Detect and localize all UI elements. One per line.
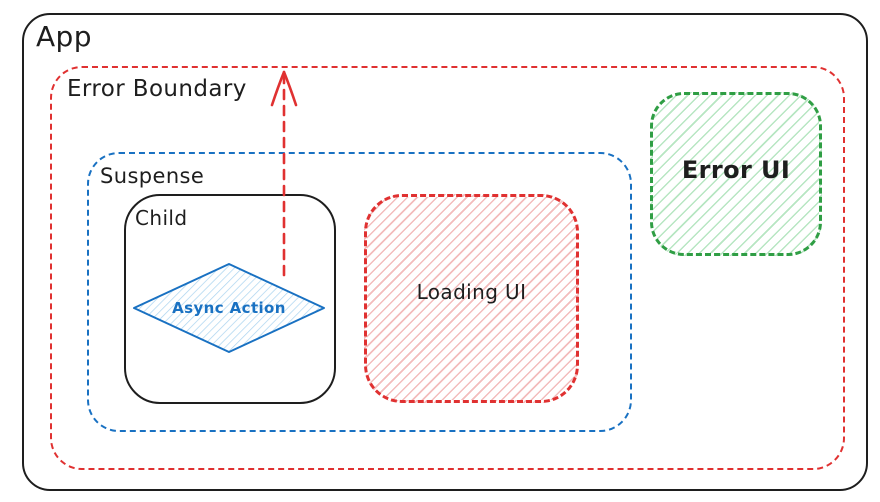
error-ui-label: Error UI — [681, 155, 791, 184]
loading-ui-node: Loading UI — [364, 194, 579, 403]
error-boundary-label: Error Boundary — [67, 76, 247, 102]
app-label: App — [36, 20, 92, 53]
child-label: Child — [135, 206, 188, 230]
async-action-label: Async Action — [172, 298, 286, 317]
suspense-node: Suspense Child — [87, 152, 632, 432]
child-node: Child Async Action — [124, 194, 336, 404]
loading-ui-label: Loading UI — [416, 279, 527, 304]
error-boundary-node: Error Boundary Suspense Child — [50, 66, 845, 470]
app-node: App Error Boundary Suspense Child — [22, 13, 868, 491]
diamond-outline — [133, 263, 325, 353]
suspense-label: Suspense — [100, 164, 205, 188]
diamond-shape-icon — [133, 263, 325, 353]
async-action-node: Async Action — [132, 261, 326, 355]
async-action-label-wrap: Async Action — [132, 261, 326, 355]
error-ui-node: Error UI — [650, 92, 822, 256]
